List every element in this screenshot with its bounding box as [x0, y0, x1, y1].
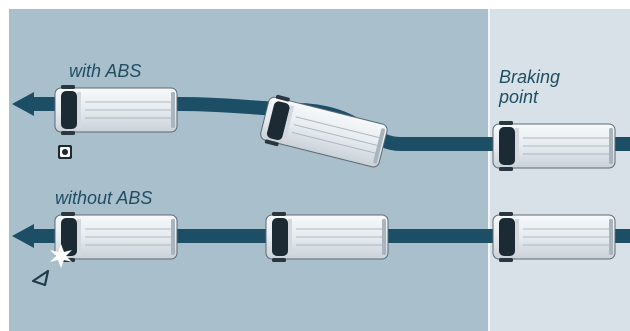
label-without-abs: without ABS: [55, 188, 152, 208]
label-braking-point: Braking point: [499, 67, 560, 107]
van-without-abs-3: [493, 212, 615, 262]
abs-warning-icon: [58, 145, 72, 159]
van-with-abs-1: [55, 85, 177, 135]
van-with-abs-3: [493, 121, 615, 171]
van-without-abs-2: [266, 212, 388, 262]
braking-point-line: [488, 9, 490, 331]
van-without-abs-1: [55, 212, 177, 262]
label-with-abs: with ABS: [69, 61, 141, 81]
diagram-panel: [9, 9, 489, 331]
